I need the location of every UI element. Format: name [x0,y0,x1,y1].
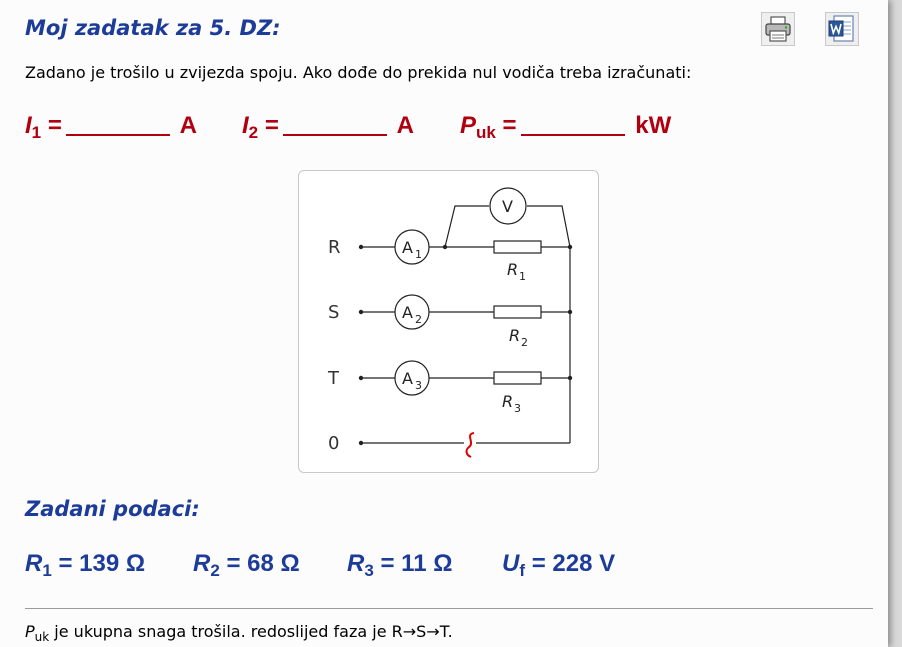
printer-icon [765,16,791,42]
svg-text:3: 3 [514,402,521,415]
i2-answer-blank [282,112,387,136]
footnote: Puk je ukupna snaga trošila. redoslijed … [25,622,453,645]
print-button[interactable] [761,12,795,46]
svg-text:A: A [402,369,413,388]
voltmeter: V [489,187,527,225]
word-document-icon [828,15,854,42]
given-data-heading: Zadani podaci: [25,497,200,521]
resistor-1: R 1 [493,240,542,283]
svg-text:1: 1 [415,248,422,261]
neutral-break-icon [465,432,475,458]
resistor-3: R 3 [493,371,542,415]
circuit-diagram: R S T 0 A 1 A 2 A 3 V [298,170,599,473]
svg-text:3: 3 [415,379,422,392]
intro-text: Zadano je trošilo u zvijezda spoju. Ako … [25,63,692,82]
i2-subscript: 2 [248,123,259,142]
divider [25,608,873,609]
svg-text:R: R [509,326,520,345]
phase-label-s: S [328,302,339,323]
ammeter-1: A 1 [394,229,430,265]
phase-label-r: R [328,237,341,258]
given-uf: Uf = 228 V [502,550,616,580]
svg-text:V: V [502,197,513,216]
task-puk: Puk = kW [460,112,671,143]
puk-symbol: P [460,112,477,139]
word-export-button[interactable] [825,12,859,46]
given-r1: R1 = 139 Ω [25,550,146,580]
i1-equals: = [47,112,62,139]
i2-symbol: I [242,112,249,139]
page-title: Moj zadatak za 5. DZ: [25,16,281,40]
i1-answer-blank [65,112,170,136]
given-r2: R2 = 68 Ω [193,550,300,580]
task-i1: I1 = A [25,112,197,143]
ammeter-3: A 3 [394,360,430,396]
svg-text:R: R [502,392,513,411]
puk-subscript: uk [476,123,496,142]
puk-unit: kW [635,112,672,139]
resistor-2: R 2 [493,305,542,349]
task-i2: I2 = A [242,112,414,143]
phase-label-t: T [327,368,340,389]
neutral-label: 0 [328,433,339,454]
svg-text:A: A [402,303,413,322]
i2-unit: A [396,112,414,139]
i1-subscript: 1 [31,123,42,142]
ammeter-2: A 2 [394,294,430,330]
circuit-svg: R S T 0 A 1 A 2 A 3 V [327,187,573,458]
svg-text:2: 2 [521,336,528,349]
i1-symbol: I [25,112,32,139]
svg-text:R: R [507,260,518,279]
puk-answer-blank [520,112,625,136]
given-r3: R3 = 11 Ω [347,550,453,580]
svg-text:2: 2 [415,313,422,326]
i2-equals: = [264,112,279,139]
puk-equals: = [502,112,517,139]
svg-text:A: A [402,238,413,257]
svg-text:1: 1 [519,270,526,283]
i1-unit: A [179,112,197,139]
